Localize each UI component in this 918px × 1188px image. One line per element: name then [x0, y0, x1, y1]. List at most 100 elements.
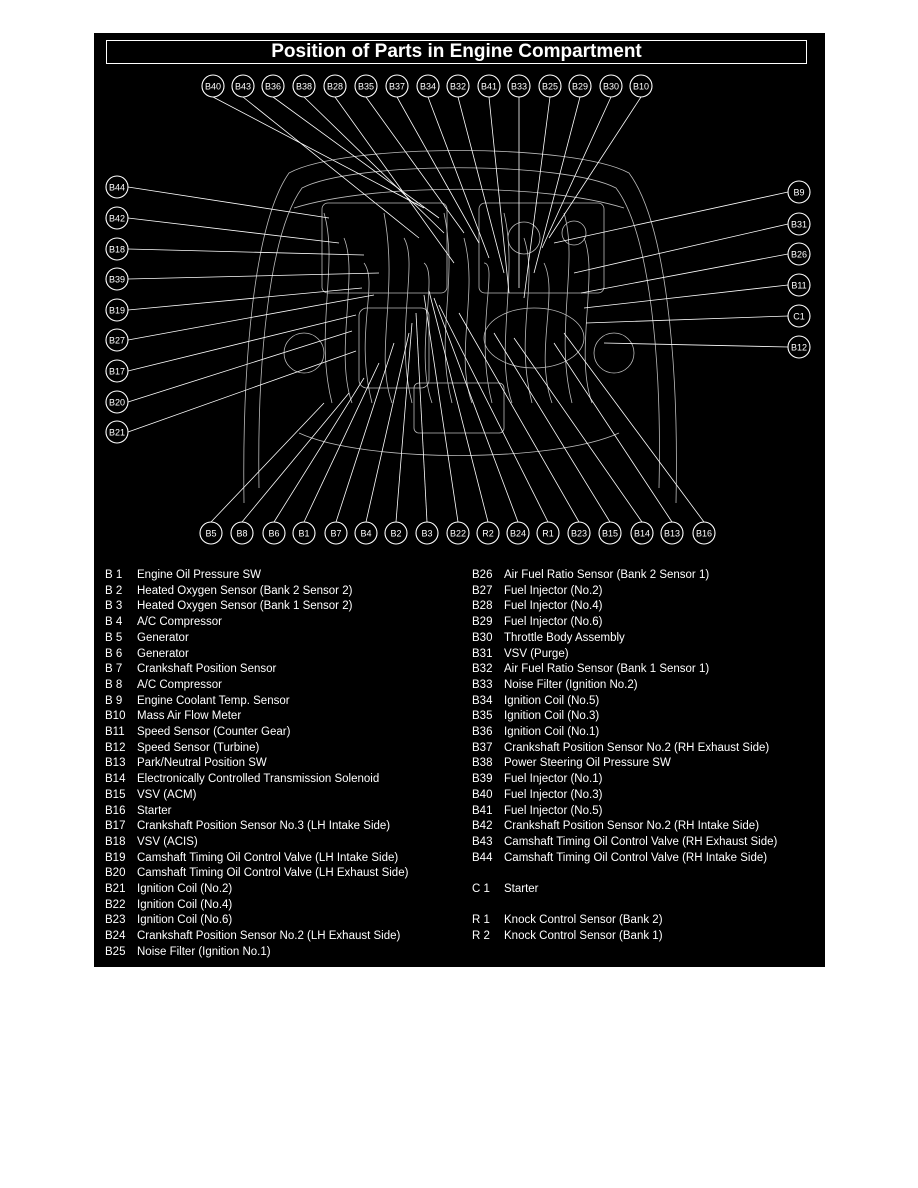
legend-code: B21: [105, 883, 126, 895]
wiring-harness: [343, 237, 353, 404]
callout-label: B1: [298, 529, 309, 539]
callout-circle: [506, 521, 530, 545]
leader-line-b10: [548, 96, 642, 239]
callout-label: B35: [358, 82, 374, 92]
legend-label: Camshaft Timing Oil Control Valve (LH In…: [137, 851, 399, 864]
wiring-harness: [543, 262, 553, 404]
legend-label: Crankshaft Position Sensor No.2 (RH Inta…: [504, 820, 760, 833]
legend-code: B 1: [105, 569, 123, 581]
legend-label: Fuel Injector (No.2): [504, 584, 603, 597]
callout-label: B8: [236, 529, 247, 539]
callout-b26: B26: [787, 242, 811, 266]
callout-circle: [105, 420, 129, 444]
callout-circle: [629, 74, 653, 98]
car-body-outline: [243, 150, 677, 504]
callout-circle: [787, 180, 811, 204]
legend-label: Ignition Coil (No.4): [137, 898, 233, 911]
callout-circle: [105, 390, 129, 414]
callout-circle: [105, 359, 129, 383]
legend-label: Air Fuel Ratio Sensor (Bank 2 Sensor 1): [504, 569, 710, 581]
callout-circle: [231, 74, 255, 98]
legend-code: B38: [472, 757, 493, 770]
leader-line-b16: [563, 332, 705, 523]
leader-line-b17: [127, 314, 357, 372]
legend-label: Generator: [137, 647, 189, 660]
callout-label: B27: [109, 336, 125, 346]
callout-label: B4: [360, 529, 371, 539]
right-strut-tower: [593, 332, 635, 374]
wiring-harness: [463, 237, 473, 404]
front-bumper-outline: [298, 432, 620, 456]
leader-line-r1: [438, 304, 549, 523]
leader-line-b12: [603, 342, 789, 348]
callout-b40: B40: [201, 74, 225, 98]
legend-code: B41: [472, 804, 493, 817]
legend-label: Crankshaft Position Sensor No.2 (RH Exha…: [504, 741, 770, 754]
callout-label: B2: [390, 529, 401, 539]
callout-c1: C1: [787, 304, 811, 328]
leader-line-b2: [395, 322, 413, 523]
callout-circle: [446, 74, 470, 98]
leader-line-b35: [365, 96, 465, 234]
callout-b35: B35: [354, 74, 378, 98]
legend-label: Heated Oxygen Sensor (Bank 2 Sensor 2): [137, 584, 353, 597]
callout-b22: B22: [446, 521, 470, 545]
leader-line-b14: [513, 337, 643, 523]
legend-label: Fuel Injector (No.5): [504, 804, 603, 817]
callout-r2: R2: [476, 521, 500, 545]
leader-line-b29: [533, 96, 581, 274]
diagram-title: Position of Parts in Engine Compartment: [106, 40, 807, 64]
legend-label: Fuel Injector (No.3): [504, 788, 603, 801]
callout-label: B28: [327, 82, 343, 92]
engine-block: [358, 307, 430, 389]
leader-line-b28: [334, 96, 455, 264]
legend-label: Ignition Coil (No.5): [504, 694, 600, 707]
legend-code: B40: [472, 788, 493, 801]
legend-label: Camshaft Timing Oil Control Valve (RH Ex…: [504, 835, 778, 848]
leader-line-b44: [127, 186, 330, 219]
leader-line-b34: [427, 96, 490, 259]
legend-row: [472, 898, 504, 914]
callout-circle: [507, 74, 531, 98]
legend-code: B28: [472, 600, 493, 613]
callout-label: B21: [109, 428, 125, 438]
wiring-harness: [403, 237, 413, 404]
fender-outline: [258, 167, 660, 489]
leader-line-b31: [573, 223, 789, 274]
legend-label: Throttle Body Assembly: [504, 631, 625, 644]
callout-label: B42: [109, 214, 125, 224]
callout-label: R1: [542, 529, 554, 539]
callout-label: B26: [791, 250, 807, 260]
callout-b36: B36: [261, 74, 285, 98]
legend-code: B42: [472, 820, 493, 833]
callout-circle: [692, 521, 716, 545]
callout-b4: B4: [354, 521, 378, 545]
legend-code: R 2: [472, 930, 490, 943]
leader-line-b9: [553, 191, 789, 244]
callout-label: B9: [793, 188, 804, 198]
callout-circle: [105, 267, 129, 291]
callout-b16: B16: [692, 521, 716, 545]
leader-line-b41: [488, 96, 510, 294]
legend-code: B11: [105, 726, 125, 738]
legend-code: B36: [472, 726, 493, 738]
leader-line-b25: [523, 96, 551, 299]
legend-code: B25: [105, 945, 126, 958]
callout-label: B17: [109, 367, 125, 377]
callout-label: B19: [109, 306, 125, 316]
callout-b44: B44: [105, 175, 129, 199]
legend-label: Power Steering Oil Pressure SW: [504, 757, 671, 770]
legend-label: Speed Sensor (Turbine): [137, 741, 260, 754]
leader-line-b11: [583, 284, 789, 309]
